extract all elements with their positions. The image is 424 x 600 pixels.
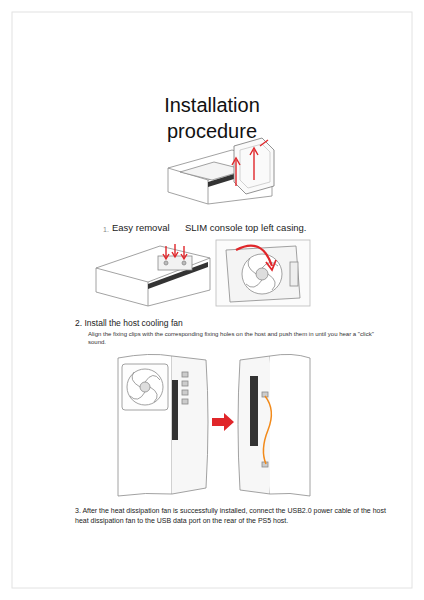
console-fan-position	[96, 246, 210, 306]
fan-close-up	[290, 262, 298, 286]
step-heading: Easy removal	[112, 222, 170, 234]
fan-close-up	[216, 240, 310, 306]
console-fan-position	[96, 246, 210, 306]
step-text: 3. After the heat dissipation fan is suc…	[75, 506, 395, 526]
console-with-fan	[140, 382, 150, 392]
removal-arrow	[253, 150, 254, 180]
fan-close-up	[226, 246, 300, 302]
step-heading: SLIM console top left casing.	[185, 222, 306, 234]
console-with-fan	[130, 372, 160, 402]
console-with-fan	[172, 380, 178, 440]
fixing-arrow	[181, 254, 187, 259]
step-note: Align the fixing clips with the correspo…	[88, 331, 388, 346]
console-with-cable	[270, 354, 310, 496]
console-with-fan	[118, 354, 172, 496]
frame	[12, 12, 412, 588]
console-with-fan	[127, 369, 163, 405]
console-with-cable	[250, 376, 258, 446]
console-with-cable	[238, 354, 310, 496]
console-top-view	[240, 144, 270, 188]
fan-close-up	[242, 254, 282, 294]
console-with-fan	[182, 381, 188, 386]
fixing-arrow	[172, 252, 178, 257]
push-arrow	[266, 260, 276, 270]
console-top-view	[168, 138, 274, 204]
console-fan-position	[164, 261, 168, 265]
console-with-fan	[182, 390, 188, 395]
console-top-view	[234, 138, 274, 194]
removal-arrow	[232, 158, 240, 165]
frame	[12, 12, 412, 588]
console-with-fan	[172, 356, 208, 494]
title: Installation procedure	[142, 92, 282, 144]
step-arrow	[212, 413, 234, 431]
fixing-arrow	[165, 246, 166, 258]
removal-arrow	[250, 148, 258, 155]
console-fan-position	[182, 261, 186, 265]
fan-close-up	[246, 258, 278, 290]
step-arrow	[212, 413, 234, 431]
step-heading: 2. Install the host cooling fan	[75, 318, 183, 329]
fixing-arrow	[183, 246, 184, 258]
console-with-cable	[238, 356, 273, 494]
console-with-fan	[182, 399, 188, 404]
console-with-cable	[263, 396, 271, 464]
fixing-arrow	[163, 254, 169, 259]
fixing-arrow	[174, 244, 175, 256]
fixing-arrow	[163, 244, 187, 259]
removal-arrow	[235, 160, 236, 186]
step-number: 1.	[103, 225, 109, 234]
push-arrow	[236, 246, 276, 270]
removal-arrow	[260, 140, 268, 146]
console-with-fan	[122, 364, 168, 410]
console-with-fan	[182, 372, 188, 377]
console-with-fan	[118, 354, 208, 496]
removal-arrow	[232, 140, 268, 186]
fan-close-up	[256, 268, 268, 280]
fan-close-up	[216, 240, 310, 306]
